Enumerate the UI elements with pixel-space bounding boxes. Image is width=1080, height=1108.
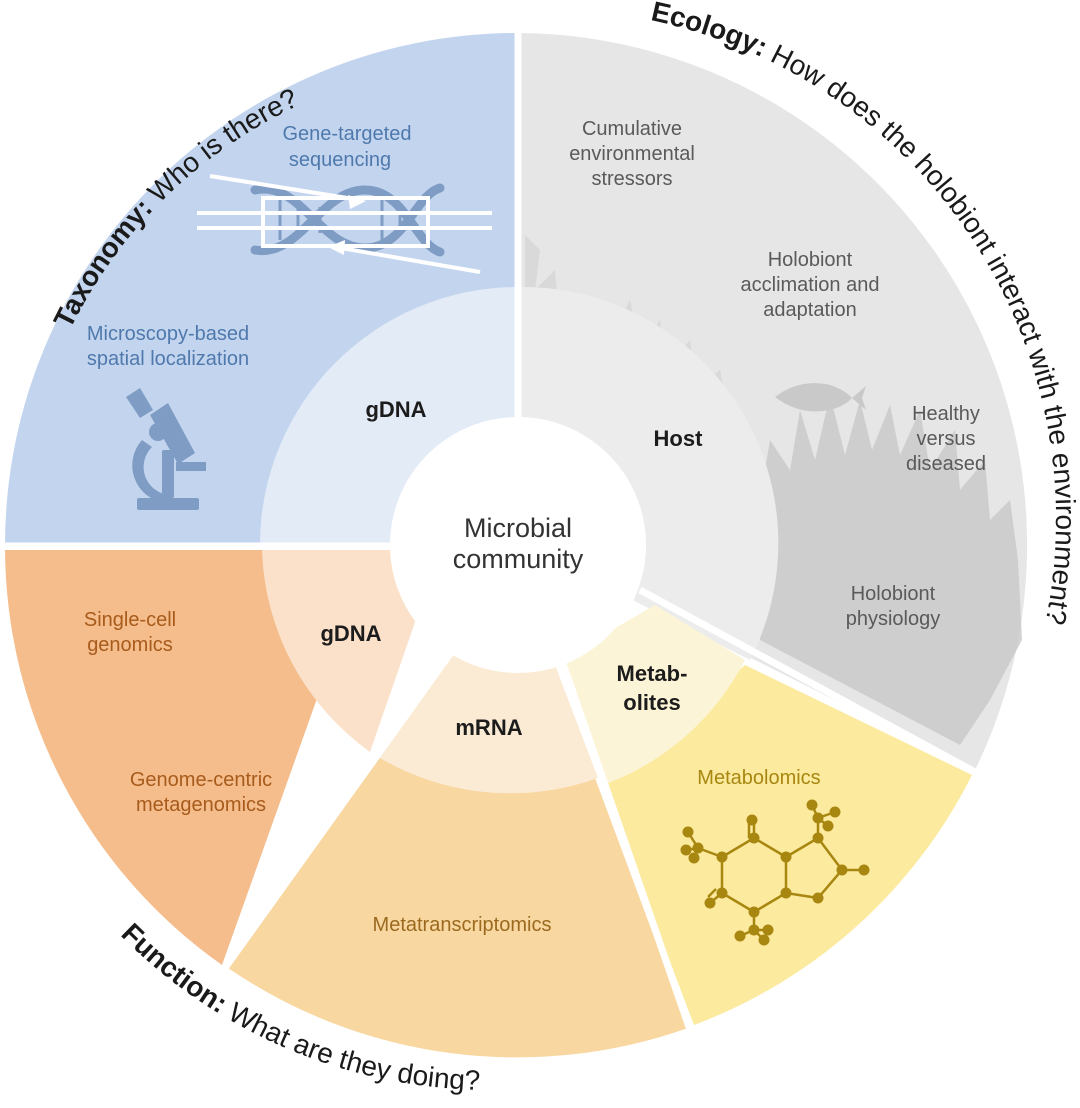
taxonomy-labels: Gene-targeted sequencing Microscopy-base…: [87, 123, 412, 370]
molecule-icon: [680, 799, 870, 946]
host-label: Host: [654, 426, 704, 451]
gene-targeted-line2: sequencing: [289, 149, 391, 171]
metabolite-outer-sector: [603, 665, 972, 1025]
physiology-line1: Holobiont: [851, 583, 936, 605]
cumulative-line2: environmental: [569, 143, 695, 165]
genome-outer-sector: [5, 550, 370, 965]
mrna-outer-sector: [228, 755, 688, 1058]
gene-targeted-line1: Gene-targeted: [283, 123, 412, 145]
metatranscriptomics-label: Metatranscriptomics: [373, 914, 552, 936]
center-label-line1: Microbial: [464, 513, 572, 543]
metabolites-label-line1: Metab-: [617, 661, 688, 686]
microscope-icon: [126, 388, 206, 510]
acclimation-line2: acclimation and: [741, 274, 880, 296]
acclimation-line1: Holobiont: [768, 249, 853, 271]
gdna-top-label: gDNA: [365, 397, 426, 422]
dna-icon: [197, 174, 492, 274]
microscopy-line1: Microscopy-based: [87, 323, 249, 345]
genome-centric-line1: Genome-centric: [130, 769, 272, 791]
cumulative-line3: stressors: [591, 168, 672, 190]
physiology-line2: physiology: [846, 608, 941, 630]
center-label-line2: community: [453, 544, 584, 574]
genome-centric-line2: metagenomics: [136, 794, 266, 816]
microscopy-line2: spatial localization: [87, 348, 249, 370]
center-circle: [390, 417, 646, 673]
gdna-bottom-label: gDNA: [320, 621, 381, 646]
gdna-bottom-inner-segment: [262, 550, 440, 752]
ecology-title: Ecology:: [649, 0, 773, 63]
metabolites-label-line2: olites: [623, 690, 680, 715]
fish-icon: [775, 383, 866, 412]
healthy-line2: versus: [917, 428, 976, 450]
genome-labels: Single-cell genomics Genome-centric meta…: [84, 609, 272, 816]
mrna-inner-segment: [375, 655, 598, 794]
healthy-line1: Healthy: [912, 403, 980, 425]
healthy-line3: diseased: [906, 453, 986, 475]
metabolomics-label: Metabolomics: [697, 767, 820, 789]
acclimation-line3: adaptation: [763, 299, 856, 321]
cumulative-line1: Cumulative: [582, 118, 682, 140]
single-cell-line1: Single-cell: [84, 609, 176, 631]
mrna-label: mRNA: [455, 715, 522, 740]
ecology-labels: Cumulative environmental stressors Holob…: [569, 118, 986, 630]
metabolite-inner-segment: [560, 605, 745, 785]
single-cell-line2: genomics: [87, 634, 173, 656]
